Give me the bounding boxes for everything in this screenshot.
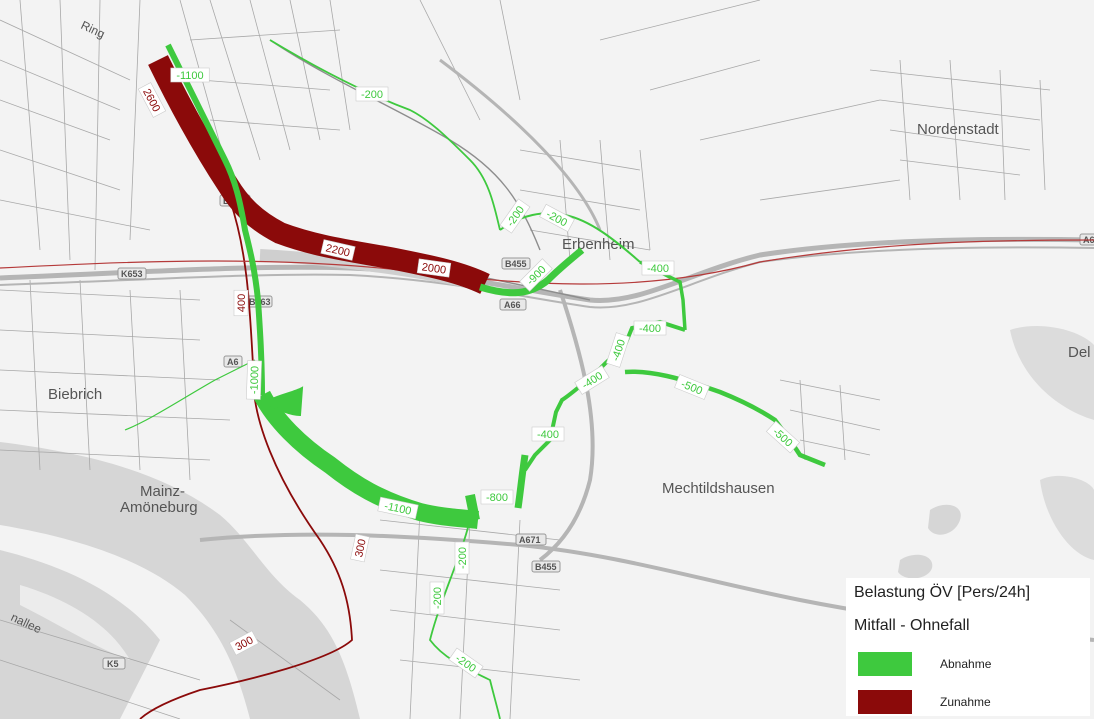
flow-label: -200 [355, 86, 389, 102]
flow-label-box [531, 426, 565, 442]
flow-label-box [170, 67, 210, 83]
flow-label-text: -400 [537, 429, 559, 441]
road-shield: B455 [535, 562, 557, 572]
flow-label-text: -1000 [249, 366, 262, 395]
flow-label-box [633, 320, 667, 336]
flow-label-box [246, 360, 262, 400]
place-label: Nordenstadt [917, 121, 1000, 138]
flow-label-box [674, 374, 710, 400]
flow-label-box [137, 82, 167, 118]
legend-label-decrease: Abnahme [940, 657, 992, 671]
flow-label-text: 300 [353, 538, 369, 558]
flow-label-box [766, 420, 800, 454]
lake [1040, 475, 1094, 560]
flow-label-text: 2200 [324, 242, 351, 259]
flow-label: 2200 [320, 239, 356, 261]
decrease-band [478, 247, 585, 297]
flow-label: -400 [641, 260, 675, 276]
flow-label: -400 [606, 332, 630, 368]
place-label: Erbenheim [562, 236, 635, 253]
flow-label-box [320, 239, 356, 261]
flow-label-box [448, 647, 484, 679]
legend: Belastung ÖV [Pers/24h] Mitfall - Ohnefa… [846, 578, 1090, 716]
road-shield: A66 [504, 300, 521, 310]
legend-title: Belastung ÖV [Pers/24h] [854, 584, 1031, 601]
flow-label: -800 [480, 489, 514, 505]
flow-label-text: -400 [639, 323, 661, 335]
decrease-band [254, 390, 479, 529]
flow-label-text: -1100 [176, 70, 203, 82]
flow-label-box [519, 258, 553, 292]
street-network [0, 0, 1051, 719]
legend-subtitle: Mitfall - Ohnefall [854, 617, 970, 634]
flow-label-box [480, 489, 514, 505]
decrease-band [514, 454, 529, 509]
legend-label-increase: Zunahme [940, 695, 991, 709]
road-shield: A671 [519, 535, 541, 545]
flow-label-text: -200 [432, 587, 444, 609]
flow-label-text: 400 [236, 294, 248, 312]
flow-label-box [429, 581, 445, 615]
flow-label-box [499, 198, 531, 234]
place-label: Mainz- [140, 483, 185, 500]
decrease-band [624, 369, 826, 468]
flow-label-box [229, 630, 259, 656]
flow-label-box [539, 203, 575, 233]
flow-label: -200 [454, 541, 470, 575]
flow-label-text: -400 [647, 263, 669, 275]
decrease-band [465, 494, 480, 521]
flow-label: 400 [233, 289, 249, 317]
flow-label-text: -800 [486, 492, 508, 504]
road-shield: K5 [107, 659, 119, 669]
lake [898, 554, 933, 579]
flow-label: -1100 [170, 67, 210, 83]
flow-label: -200 [429, 581, 445, 615]
decrease-band [269, 386, 304, 417]
flow-label-box [641, 260, 675, 276]
place-label: Mechtildshausen [662, 480, 775, 497]
legend-swatch-increase [858, 690, 912, 714]
flow-label-box [574, 365, 610, 395]
flow-label-text: 2000 [421, 261, 447, 276]
flow-label-box [233, 289, 249, 317]
flow-label-box [416, 258, 452, 278]
flow-label-text: -200 [361, 89, 383, 101]
river-rhine [0, 442, 360, 719]
flow-label: 300 [350, 533, 370, 563]
lake [1010, 325, 1094, 420]
place-label: Biebrich [48, 386, 102, 403]
legend-swatch-decrease [858, 652, 912, 676]
flow-label-box [350, 533, 370, 563]
flow-label-box [606, 332, 630, 368]
lake [928, 504, 961, 535]
road-shield: A6 [227, 357, 239, 367]
flow-label-box [377, 496, 419, 520]
flow-label: -1000 [246, 360, 262, 400]
flow-label-box [355, 86, 389, 102]
road-shield: B455 [505, 259, 527, 269]
river-island [20, 585, 130, 660]
place-label: Del [1068, 344, 1091, 361]
flow-label-text: -200 [457, 547, 469, 569]
flow-label-text: -1100 [383, 500, 412, 517]
flow-label: -1100 [377, 496, 419, 520]
flow-label: -400 [633, 320, 667, 336]
road-shield: K653 [121, 269, 143, 279]
flow-label: -400 [531, 426, 565, 442]
thin-flow-lines [0, 39, 1094, 719]
flow-label-box [454, 541, 470, 575]
flow-label: 2000 [416, 258, 452, 278]
decrease-band [165, 43, 265, 396]
place-label: Amöneburg [120, 499, 198, 516]
